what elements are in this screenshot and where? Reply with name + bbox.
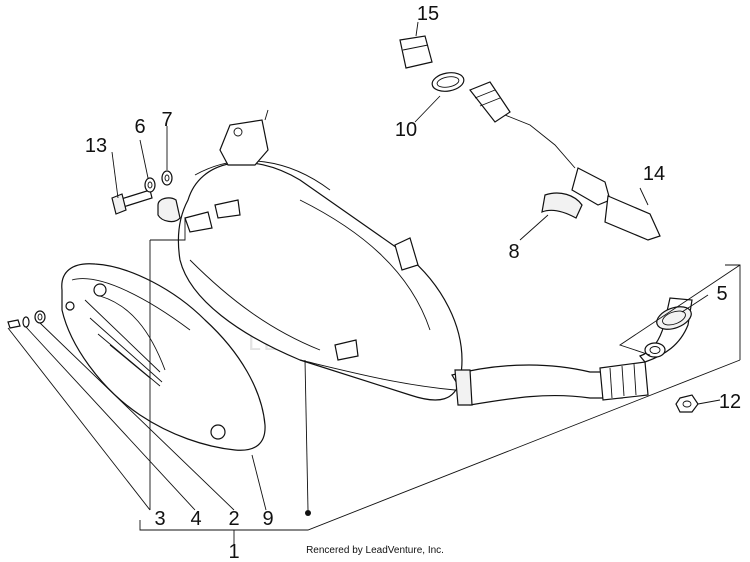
callout-3: 3 (154, 508, 165, 530)
callout-8: 8 (508, 241, 519, 263)
muffler-body (157, 109, 463, 401)
callout-15: 15 (417, 3, 439, 25)
exhaust-pipe (451, 297, 693, 406)
credit-text: Rencered by LeadVenture, Inc. (306, 545, 444, 556)
leader-lines (7, 21, 741, 545)
callouts: 15 10 14 8 5 12 13 6 7 3 4 2 9 1 (85, 3, 741, 562)
heat-shield (61, 263, 266, 451)
callout-10: 10 (395, 119, 417, 141)
callout-12: 12 (719, 391, 741, 413)
callout-1: 1 (228, 541, 239, 562)
lambda-sensor (399, 35, 661, 241)
callout-4: 4 (190, 508, 201, 530)
callout-9: 9 (262, 508, 273, 530)
callout-13: 13 (85, 135, 107, 157)
junction-dot (305, 510, 311, 516)
callout-6: 6 (134, 116, 145, 138)
callout-2: 2 (228, 508, 239, 530)
callout-5: 5 (716, 283, 727, 305)
callout-14: 14 (643, 163, 665, 185)
callout-7: 7 (161, 109, 172, 131)
hardware (7, 170, 699, 413)
